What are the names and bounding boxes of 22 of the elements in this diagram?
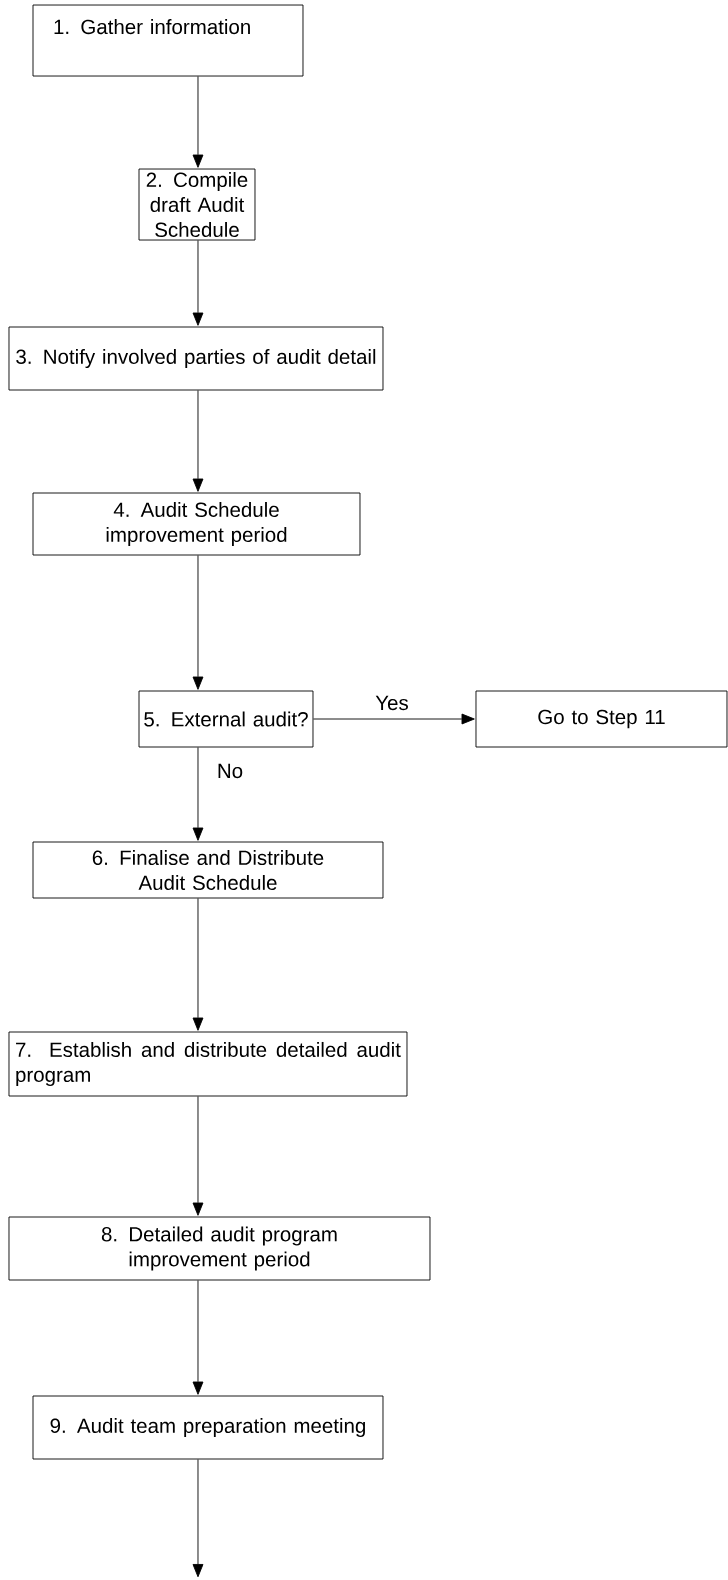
edge-label: No — [215, 762, 245, 780]
process-box: 2. Compile draft Audit Schedule — [138, 168, 256, 241]
arrow — [192, 555, 204, 690]
arrow — [313, 713, 475, 725]
arrow — [192, 76, 204, 168]
process-box: 8. Detailed audit program improvement period — [8, 1216, 431, 1281]
process-box: Go to Step 11 — [475, 690, 728, 748]
arrow — [192, 1096, 204, 1216]
process-box: 4. Audit Schedule improvement period — [32, 492, 361, 556]
process-box: 9. Audit team preparation meeting — [32, 1395, 384, 1460]
process-box: 6. Finalise and Distribute Audit Schedule — [32, 841, 384, 899]
process-box: 5. External audit? — [138, 690, 314, 748]
arrow — [192, 390, 204, 492]
arrow — [192, 1459, 204, 1578]
process-box: 7. Establish and distribute detailed audit program — [8, 1031, 408, 1097]
arrow — [192, 240, 204, 326]
arrow — [192, 747, 204, 841]
process-box: 1. Gather information — [32, 4, 304, 77]
arrow — [192, 1280, 204, 1395]
arrow — [192, 898, 204, 1031]
edge-label: Yes — [374, 694, 410, 712]
process-box: 3. Notify involved parties of audit detail — [8, 326, 384, 391]
